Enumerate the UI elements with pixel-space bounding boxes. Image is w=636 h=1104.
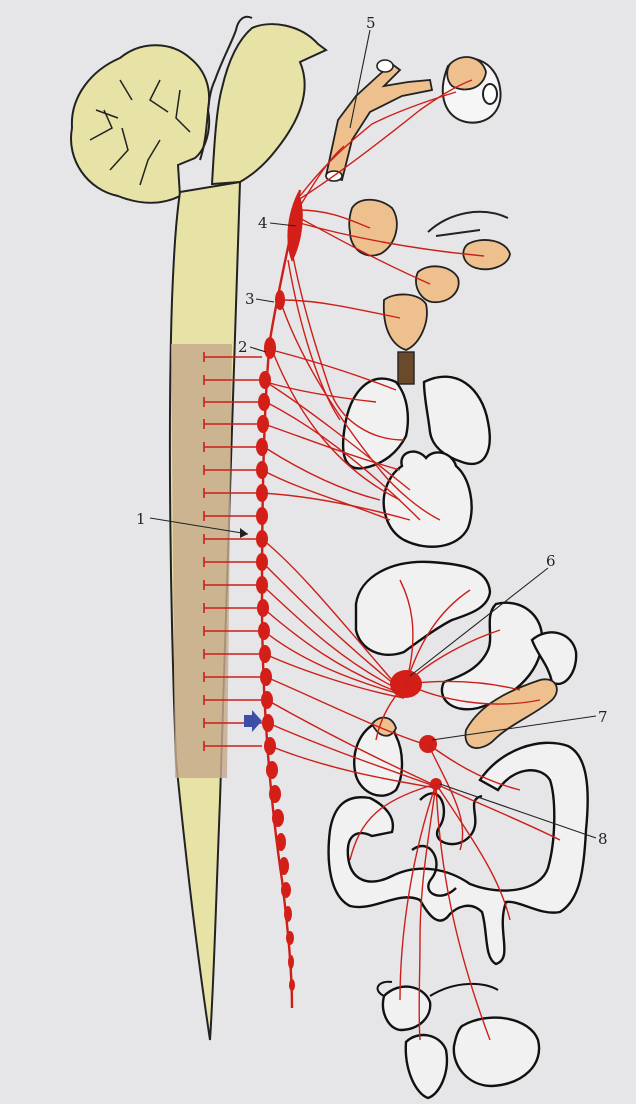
parotid-gland <box>349 200 397 256</box>
blue-arrow-icon <box>244 710 262 732</box>
left-lung <box>424 377 490 464</box>
submandibular-gland <box>416 266 459 302</box>
carotid-artery <box>326 64 432 180</box>
label-5: 5 <box>366 14 376 32</box>
label-6: 6 <box>546 552 556 570</box>
label-8: 8 <box>598 830 608 848</box>
superior-cervical-ganglion <box>287 192 302 262</box>
eye-gland <box>447 57 486 90</box>
cerebellum <box>71 45 209 203</box>
liver <box>356 562 490 655</box>
uterus <box>383 987 430 1030</box>
label-7: 7 <box>598 708 608 726</box>
label-3: 3 <box>245 290 255 308</box>
trachea <box>398 352 414 384</box>
organs <box>326 57 588 1098</box>
label-2: 2 <box>238 338 248 356</box>
mouth-outline <box>428 212 508 236</box>
label-4: 4 <box>258 214 268 232</box>
rectum <box>406 1035 447 1098</box>
label-1: 1 <box>136 510 146 528</box>
thoracolumbar-segment <box>171 344 232 778</box>
larynx <box>384 294 427 350</box>
bladder <box>454 1018 539 1086</box>
sympathetic-trunk <box>256 190 303 1008</box>
